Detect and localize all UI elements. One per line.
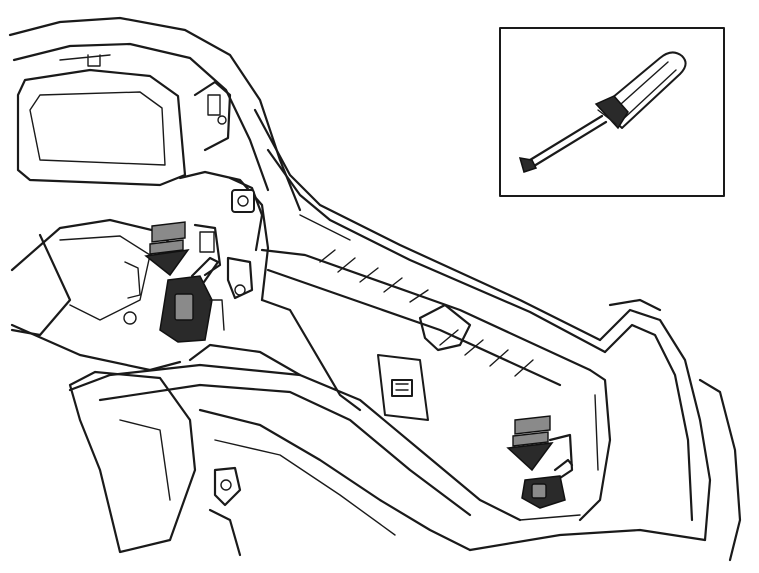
left-floor [10, 218, 182, 372]
rear-lip [253, 108, 607, 377]
torx-screwdriver-icon [518, 51, 687, 173]
center-wall [178, 170, 592, 412]
vent-slots [319, 249, 534, 377]
down-arrow-icon [506, 415, 554, 472]
down-arrow-icon [144, 221, 190, 277]
tool-inset [499, 27, 725, 197]
right-side-trim [468, 298, 742, 562]
striker-bracket [377, 354, 429, 421]
trunk-trough [68, 343, 522, 557]
right-connector [521, 433, 574, 509]
left-connector [159, 223, 225, 343]
